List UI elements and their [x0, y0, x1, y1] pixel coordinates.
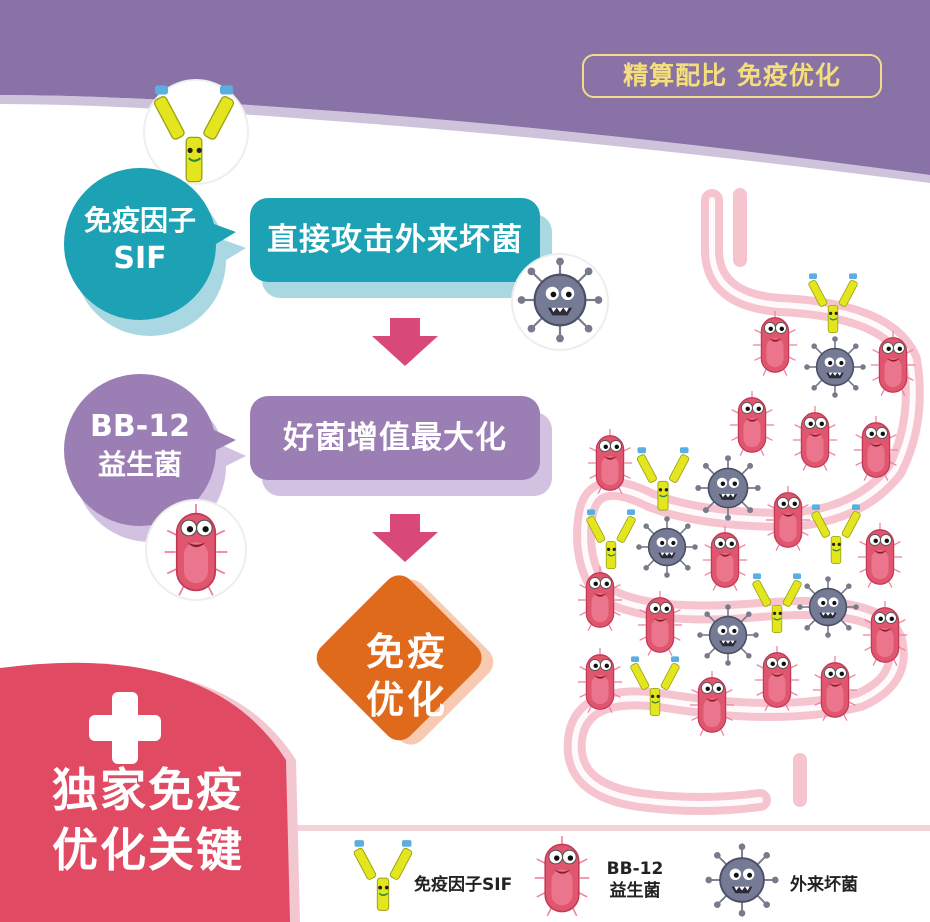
step1-pill: 直接攻击外来坏菌 [250, 218, 540, 262]
bb12-bubble-line2: 益生菌 [97, 448, 182, 481]
step2-pill: 好菌增值最大化 [250, 416, 540, 460]
tagline-badge: 精算配比 免疫优化 [582, 54, 882, 98]
bb12-bubble: BB-12 益生菌 [64, 408, 216, 484]
headline-line2: 优化关键 [52, 823, 244, 877]
step2-label: 好菌增值最大化 [283, 420, 507, 456]
bb12-bubble-line1: BB-12 [90, 409, 190, 444]
down-arrow-icon [372, 514, 438, 562]
legend-bb12-label: BB-12 益生菌 [600, 858, 670, 902]
headline: 独家免疫 优化关键 [18, 760, 278, 880]
headline-line1: 独家免疫 [52, 763, 244, 817]
step1-label: 直接攻击外来坏菌 [267, 222, 523, 258]
legend-bb12-line2: 益生菌 [609, 881, 661, 901]
down-arrow-icon [372, 318, 438, 366]
sif-bubble: 免疫因子 SIF [64, 202, 216, 278]
germ-icon [516, 256, 604, 344]
tagline-text: 精算配比 免疫优化 [623, 61, 841, 90]
result-line1: 免疫 [365, 630, 448, 674]
germ-icon [704, 842, 780, 918]
result-line2: 优化 [365, 678, 448, 722]
sif-bubble-line1: 免疫因子 [83, 204, 196, 237]
sif-bubble-line2: SIF [113, 241, 167, 276]
legend-germ-label: 外来坏菌 [790, 875, 858, 895]
legend-bb12-line1: BB-12 [606, 859, 664, 879]
result-diamond: 免疫 优化 [348, 628, 466, 724]
legend-sif-label: 免疫因子SIF [414, 875, 513, 895]
plus-icon [89, 692, 161, 764]
